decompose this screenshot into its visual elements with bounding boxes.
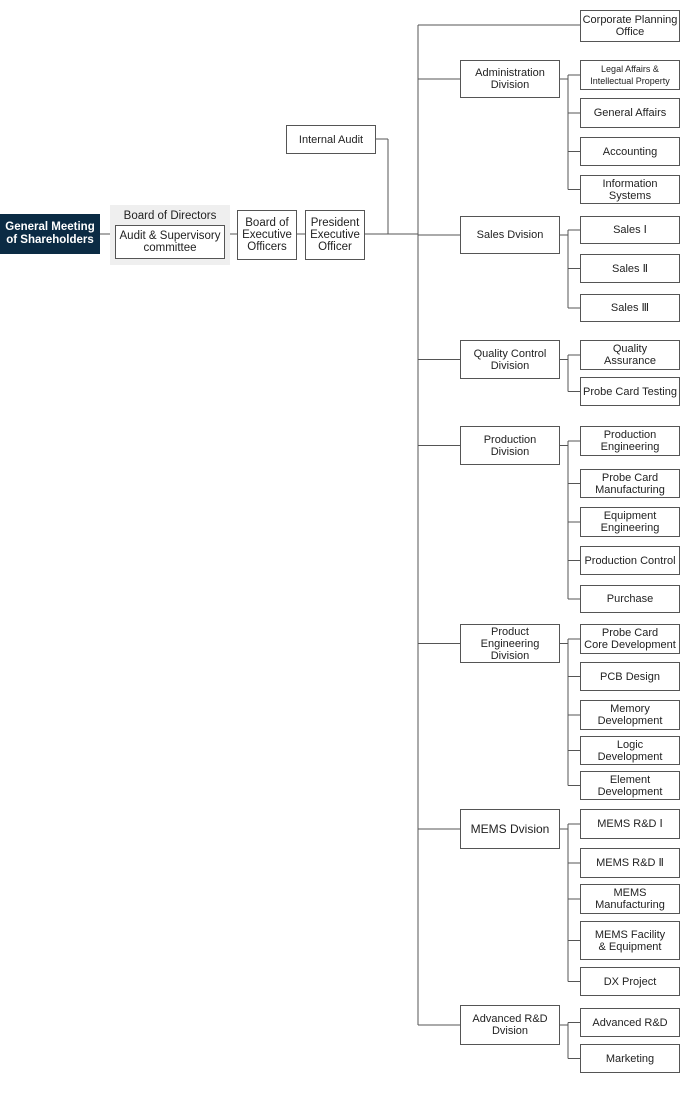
department-legal-affairs-intellectual-property: Legal Affairs & Intellectual Property (580, 60, 680, 90)
division-advanced-r-d-dvision: Advanced R&D Dvision (460, 1005, 560, 1045)
department-sales: Sales Ⅱ (580, 254, 680, 283)
department-accounting: Accounting (580, 137, 680, 166)
department-memory-development: Memory Development (580, 700, 680, 730)
department-purchase: Purchase (580, 585, 680, 613)
department-pcb-design: PCB Design (580, 662, 680, 691)
department-mems-r-d: MEMS R&D Ⅱ (580, 848, 680, 878)
board-of-executive-officers-box: Board of Executive Officers (237, 210, 297, 260)
department-quality-assurance: Quality Assurance (580, 340, 680, 370)
division-sales-dvision: Sales Dvision (460, 216, 560, 254)
department-probe-card-testing: Probe Card Testing (580, 377, 680, 406)
internal-audit-box: Internal Audit (286, 125, 376, 154)
department-mems-r-d: MEMS R&D Ⅰ (580, 809, 680, 839)
department-information-systems: Information Systems (580, 175, 680, 204)
department-production-engineering: Production Engineering (580, 426, 680, 456)
division-production-division: Production Division (460, 426, 560, 465)
department-production-control: Production Control (580, 546, 680, 575)
department-logic-development: Logic Development (580, 736, 680, 765)
division-mems-dvision: MEMS Dvision (460, 809, 560, 849)
department-dx-project: DX Project (580, 967, 680, 996)
department-mems-manufacturing: MEMS Manufacturing (580, 884, 680, 914)
board-of-directors-title: Board of Directors (123, 210, 217, 222)
shareholders-meeting-box: General Meeting of Shareholders (0, 214, 100, 254)
department-probe-card-manufacturing: Probe Card Manufacturing (580, 469, 680, 498)
audit-supervisory-committee-box: Audit & Supervisory committee (115, 225, 225, 259)
department-advanced-r-d: Advanced R&D (580, 1008, 680, 1037)
department-sales: Sales Ⅰ (580, 216, 680, 244)
corporate-planning-office-box: Corporate Planning Office (580, 10, 680, 42)
department-probe-card-core-development: Probe Card Core Development (580, 624, 680, 654)
president-executive-officer-box: President Executive Officer (305, 210, 365, 260)
department-sales: Sales Ⅲ (580, 294, 680, 322)
department-mems-facility-equipment: MEMS Facility & Equipment (580, 921, 680, 960)
department-equipment-engineering: Equipment Engineering (580, 507, 680, 537)
department-marketing: Marketing (580, 1044, 680, 1073)
department-element-development: Element Development (580, 771, 680, 800)
division-administration-division: Administration Division (460, 60, 560, 98)
division-product-engineering-division: Product Engineering Division (460, 624, 560, 663)
department-general-affairs: General Affairs (580, 98, 680, 128)
division-quality-control-division: Quality Control Division (460, 340, 560, 379)
